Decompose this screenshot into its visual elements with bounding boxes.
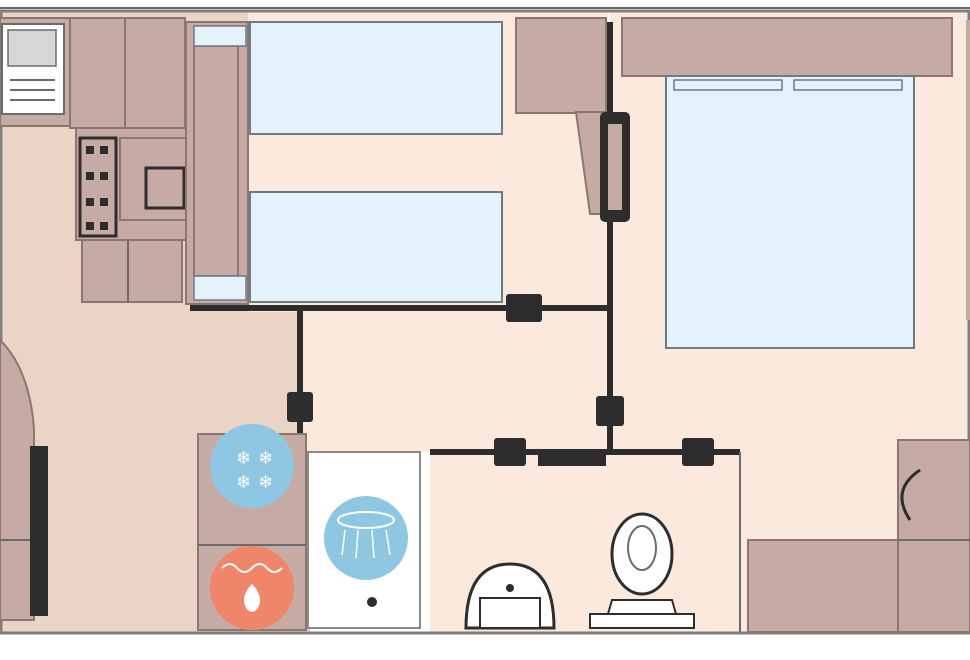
oven-door (144, 166, 186, 210)
master-headboard-unit (621, 17, 953, 77)
master-window-frame (966, 20, 970, 320)
heater-icon (210, 546, 294, 630)
hob-icon (78, 136, 118, 238)
outer-shell (0, 9, 970, 635)
door-twin-bedroom (506, 294, 542, 322)
master-wardrobe (897, 439, 970, 633)
single-bed-top (249, 21, 503, 135)
door-master-bedroom (596, 396, 624, 426)
svg-text:❄: ❄ (258, 472, 273, 493)
toilet-icon (589, 512, 695, 629)
wardrobe-door-panel (608, 124, 622, 210)
door-kitchen-hall (287, 392, 313, 422)
svg-text:❄: ❄ (236, 472, 251, 493)
single-bed-bottom (249, 191, 503, 303)
freezer-icon: ❄ ❄ ❄ ❄ (210, 424, 294, 508)
kitchen-cupboard (69, 17, 126, 129)
sink-icon (1, 23, 65, 115)
radiator-strip (538, 454, 606, 466)
hallway-floor (300, 312, 610, 452)
shower-icon (324, 496, 408, 580)
svg-text:❄: ❄ (236, 448, 251, 469)
shower-drain (367, 597, 377, 607)
svg-text:❄: ❄ (258, 448, 273, 469)
kitchen-cupboard-2 (124, 17, 186, 139)
master-wardrobe-door (900, 468, 921, 521)
door-bathroom-right (682, 438, 714, 466)
twin-dresser (515, 17, 607, 114)
double-bed (665, 75, 915, 349)
kitchen-base-unit (81, 239, 183, 303)
master-dresser (747, 539, 899, 633)
window-bar (30, 446, 48, 616)
washbasin-icon (464, 562, 556, 630)
door-bathroom-left (494, 438, 526, 466)
